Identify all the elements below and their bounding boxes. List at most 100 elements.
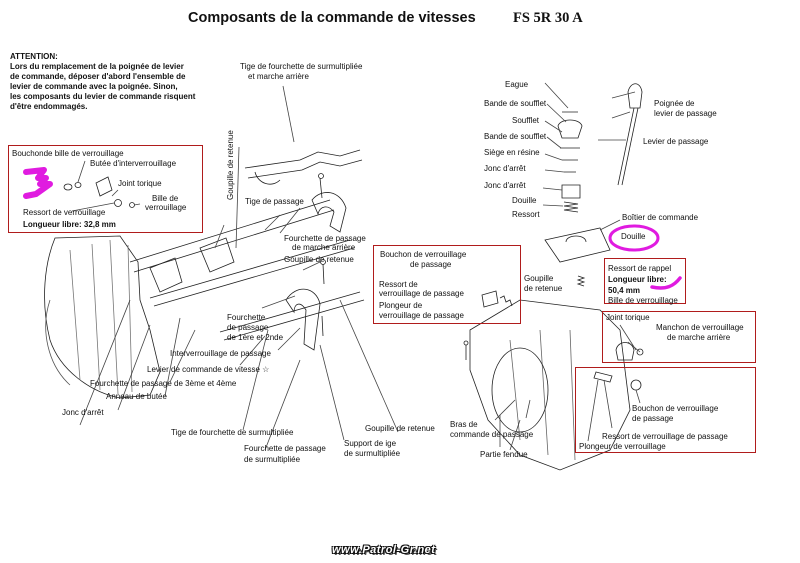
retaining-pin-1 — [319, 177, 325, 337]
lever-shaft — [617, 107, 639, 186]
label-ressort-verr-passage: Ressort de verrouillage de passage — [602, 432, 728, 441]
pin-head-2 — [320, 259, 326, 265]
label-bras-commande-2: commande de passage — [450, 430, 534, 439]
label-longueur-libre-right-1: Longueur libre: — [608, 275, 667, 284]
label-manchon-2: de marche arrière — [667, 333, 731, 342]
label-jonc-arret-right-1: Jonc d'arrêt — [484, 164, 526, 173]
shift-rod-long — [129, 199, 335, 273]
right-box-parts — [481, 275, 644, 451]
label-fourchette-12-3: de 1ère et 2nde — [227, 333, 284, 342]
label-partie-fendue: Partie fendue — [480, 450, 528, 459]
label-goupille-retenue-1: Goupille de retenue — [284, 255, 354, 264]
callout-box-middle — [373, 245, 521, 324]
part-interlock-left — [95, 176, 113, 197]
label-ressort-verrouillage-left: Ressort de verrouillage — [23, 208, 106, 217]
callout-box-sleeve — [602, 311, 756, 363]
handle-knob — [627, 83, 643, 109]
label-tige-passage: Tige de passage — [245, 197, 304, 206]
label-support-tige-1: Support de ige — [344, 439, 397, 448]
label-bras-commande-1: Bras de — [450, 420, 478, 429]
label-fourchette-12-2: de passage — [227, 323, 269, 332]
lock-plug-middle — [481, 290, 499, 308]
callout-box-spring — [604, 258, 686, 304]
label-interverrouillage: Interverrouillage de passage — [170, 349, 271, 358]
label-plongeur-passage-1: Plongeur de — [379, 301, 423, 310]
label-soufflet: Soufflet — [512, 116, 539, 125]
part-spring-left — [74, 182, 82, 188]
label-bouchon-verr-1: Bouchon de verrouillage — [632, 404, 719, 413]
leaders-right-box — [509, 324, 641, 451]
lock-spring-middle — [499, 295, 513, 307]
label-ressort-passage-2: verrouillage de passage — [379, 289, 464, 298]
shift-rod-low — [219, 291, 365, 341]
transmission-case-ribs — [69, 239, 133, 395]
label-bouchon-verr-2: de passage — [632, 414, 674, 423]
callout-box-plug — [575, 367, 756, 453]
model-code: FS 5R 30 A — [513, 10, 583, 26]
label-levier-passage: Levier de passage — [643, 137, 709, 146]
warning-line: ATTENTION: — [10, 52, 58, 61]
warning-line: Lors du remplacement de la poignée de le… — [10, 62, 184, 71]
leaders-right-stack — [542, 82, 569, 207]
watermark: www.Patrol-Gr.net — [332, 544, 436, 556]
sleeve-oring — [636, 348, 644, 356]
label-goupille-retenue-3-1: Goupille — [524, 274, 554, 283]
leader-lines — [79, 85, 636, 451]
label-eague: Eague — [505, 80, 529, 89]
warning-line: de commande, déposer d'abord l'ensemble … — [10, 72, 186, 81]
label-bille-left-2: verrouillage — [145, 203, 187, 212]
highlight-scribble-left — [23, 167, 53, 199]
label-joint-torique-right: Joint torique — [606, 313, 650, 322]
label-support-tige-2: de surmultipliée — [344, 449, 401, 458]
spring-stack — [563, 201, 579, 213]
label-tige-fourchette-2: et marche arrière — [248, 72, 309, 81]
part-oring-left — [114, 199, 122, 207]
fork-12 — [285, 288, 321, 351]
transmission-case-outline — [44, 235, 161, 399]
label-bande-soufflet-1: Bande de soufflet — [484, 99, 547, 108]
label-jonc-arret-left: Jonc d'arrêt — [62, 408, 104, 417]
plunger-right — [593, 371, 613, 383]
label-goupille-retenue-2: Goupille de retenue — [365, 424, 435, 433]
label-goupille-retenue-vertical: Goupille de retenue — [226, 130, 235, 200]
label-bande-soufflet-2: Bande de soufflet — [484, 132, 547, 141]
return-spring — [576, 275, 586, 287]
label-plongeur-passage-2: verrouillage de passage — [379, 311, 464, 320]
label-goupille-retenue-3-2: de retenue — [524, 284, 563, 293]
label-joint-torique-left: Joint torique — [118, 179, 162, 188]
label-bouchon-passage-1: Bouchon de verrouillage — [380, 250, 467, 259]
label-boitier-commande: Boîtier de commande — [622, 213, 699, 222]
fork-reverse — [311, 192, 347, 233]
warning-line: levier de commande avec la poignée. Sino… — [10, 82, 178, 91]
label-ressort-passage-1: Ressort de — [379, 280, 418, 289]
part-plug-left — [63, 183, 73, 191]
leaders-left — [71, 160, 141, 212]
label-ressort: Ressort — [512, 210, 540, 219]
warning-line: les composants du levier de commande ris… — [10, 92, 196, 101]
label-fourchette-34: Fourchette de passage de 3ème et 4ème — [90, 379, 237, 388]
shift-rod-mid — [149, 239, 355, 307]
label-longueur-libre-left: Longueur libre: 32,8 mm — [23, 220, 116, 229]
rear-case-ribs — [509, 329, 576, 461]
transmission-bell — [45, 299, 71, 386]
bushing — [561, 184, 581, 199]
label-douille-highlight: Douille — [621, 232, 646, 241]
label-douille: Douille — [512, 196, 537, 205]
pin-head-1 — [318, 173, 324, 179]
warning-line: d'être endommagés. — [10, 102, 88, 111]
label-bouchon-bille: Bouchonde bille de verrouillage — [12, 149, 124, 158]
label-jonc-arret-right-2: Jonc d'arrêt — [484, 181, 526, 190]
label-tige-fourchette-surm: Tige de fourchette de surmultipliée — [171, 428, 294, 437]
label-siege-resine: Siège en résine — [484, 148, 540, 157]
pin-head-vertical — [463, 340, 469, 346]
control-housing — [544, 227, 611, 263]
left-box-parts — [63, 160, 141, 212]
rear-flange — [491, 347, 549, 433]
label-anneau-butee: Anneau de butée — [106, 392, 167, 401]
label-bille-left-1: Bille de — [152, 194, 179, 203]
upper-fork — [254, 171, 281, 185]
label-poignee-1: Poignée de — [654, 99, 695, 108]
diagram-title: Composants de la commande de vitesses — [188, 10, 476, 26]
